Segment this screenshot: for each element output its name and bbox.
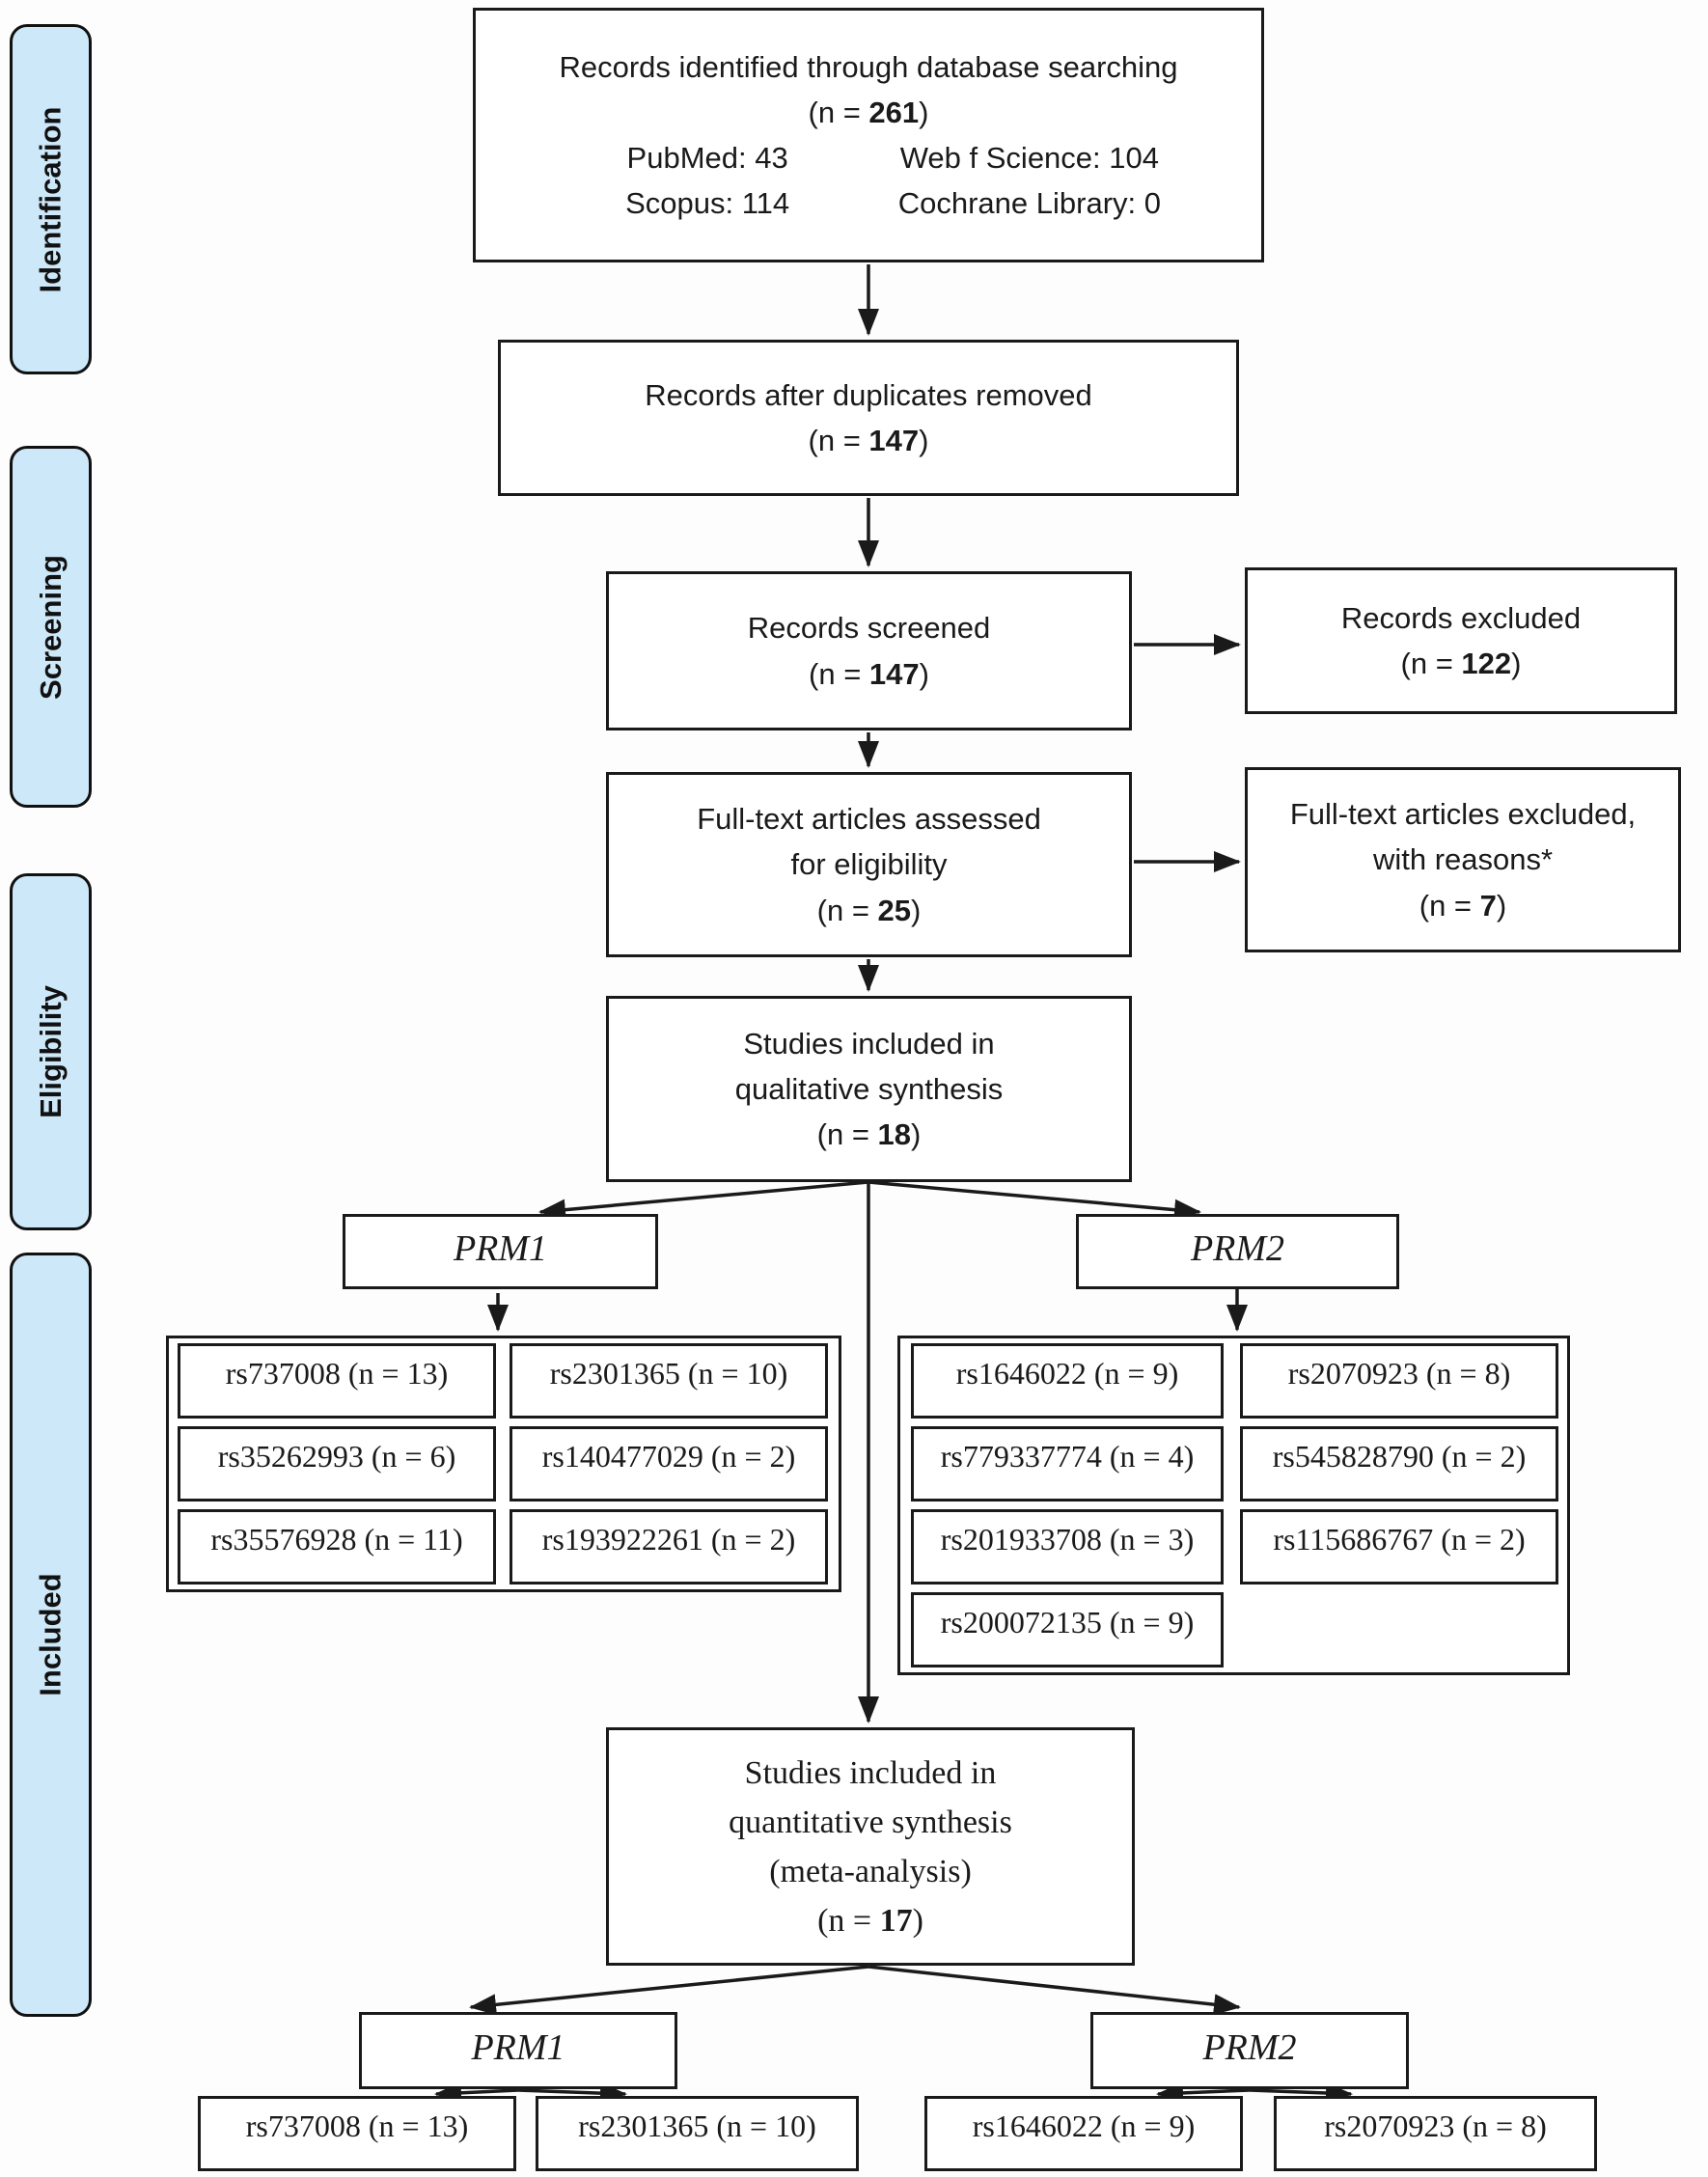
source-pubmed: PubMed: 43: [626, 141, 788, 175]
fulltext-excluded-line1: Full-text articles excluded,: [1289, 797, 1637, 832]
box-fulltext-excluded: Full-text articles excluded, with reason…: [1245, 767, 1681, 952]
quantitative-line1: Studies included in: [744, 1754, 997, 1791]
meta-snp-box-rs1646022: rs1646022 (n = 9): [924, 2096, 1243, 2171]
box-qualitative-synthesis: Studies included in qualitative synthesi…: [606, 996, 1132, 1182]
database-source-list: PubMed: 43 Web f Science: 104 Scopus: 11…: [546, 135, 1190, 226]
stage-identification: Identification: [10, 24, 92, 374]
snp-box-rs35262993: rs35262993 (n = 6): [178, 1426, 496, 1502]
snp-box-rs201933708: rs201933708 (n = 3): [911, 1509, 1224, 1585]
box-quantitative-synthesis: Studies included in quantitative synthes…: [606, 1727, 1135, 1966]
snp-box-rs779337774: rs779337774 (n = 4): [911, 1426, 1224, 1502]
source-scopus: Scopus: 114: [625, 186, 790, 221]
snp-box-rs2301365: rs2301365 (n = 10): [510, 1343, 828, 1419]
snp-box-rs737008: rs737008 (n = 13): [178, 1343, 496, 1419]
box-records-identified: Records identified through database sear…: [473, 8, 1264, 262]
records-excluded-count: (n = 122): [1400, 647, 1522, 680]
meta-prm1-label: PRM1: [471, 2027, 565, 2068]
box-meta-prm2: PRM2: [1090, 2012, 1409, 2089]
box-duplicates-removed: Records after duplicates removed (n = 14…: [498, 340, 1239, 496]
qualitative-line2: qualitative synthesis: [734, 1071, 1004, 1106]
stage-label: Included: [33, 1573, 68, 1696]
fulltext-count: (n = 25): [816, 893, 922, 927]
box-prm2: PRM2: [1076, 1214, 1399, 1289]
qualitative-line1: Studies included in: [743, 1026, 995, 1061]
screened-title: Records screened: [747, 611, 991, 646]
records-identified-count: (n = 261): [808, 95, 929, 129]
source-web-of-science: Web f Science: 104: [899, 141, 1159, 175]
snp-box-rs200072135: rs200072135 (n = 9): [911, 1592, 1224, 1667]
meta-snp-box-rs737008: rs737008 (n = 13): [198, 2096, 516, 2171]
snp-box-rs1646022: rs1646022 (n = 9): [911, 1343, 1224, 1419]
stage-label: Identification: [33, 106, 68, 292]
box-records-excluded: Records excluded (n = 122): [1245, 567, 1677, 714]
qualitative-count: (n = 18): [816, 1117, 922, 1152]
snp-box-rs193922261: rs193922261 (n = 2): [510, 1509, 828, 1585]
records-excluded-title: Records excluded: [1340, 600, 1582, 635]
snp-box-rs545828790: rs545828790 (n = 2): [1240, 1426, 1558, 1502]
box-prm1: PRM1: [343, 1214, 658, 1289]
meta-snp-box-rs2301365: rs2301365 (n = 10): [536, 2096, 859, 2171]
stage-screening: Screening: [10, 446, 92, 808]
duplicates-title: Records after duplicates removed: [645, 377, 1092, 412]
box-records-screened: Records screened (n = 147): [606, 571, 1132, 730]
stage-included: Included: [10, 1253, 92, 2017]
fulltext-excluded-line2: with reasons*: [1372, 842, 1554, 877]
stage-label: Eligibility: [33, 985, 68, 1118]
stage-eligibility: Eligibility: [10, 873, 92, 1230]
quantitative-count: (n = 17): [817, 1902, 923, 1939]
box-meta-prm1: PRM1: [359, 2012, 677, 2089]
snp-box-rs140477029: rs140477029 (n = 2): [510, 1426, 828, 1502]
meta-prm2-label: PRM2: [1202, 2027, 1297, 2068]
prm1-label: PRM1: [453, 1228, 548, 1269]
source-cochrane: Cochrane Library: 0: [897, 186, 1161, 221]
box-fulltext-assessed: Full-text articles assessed for eligibil…: [606, 772, 1132, 957]
snp-box-rs2070923: rs2070923 (n = 8): [1240, 1343, 1558, 1419]
snp-box-rs115686767: rs115686767 (n = 2): [1240, 1509, 1558, 1585]
fulltext-excluded-count: (n = 7): [1419, 888, 1507, 923]
meta-snp-box-rs2070923: rs2070923 (n = 8): [1274, 2096, 1597, 2171]
stage-label: Screening: [33, 554, 68, 700]
screened-count: (n = 147): [809, 656, 929, 691]
duplicates-count: (n = 147): [808, 424, 929, 457]
snp-box-rs35576928: rs35576928 (n = 11): [178, 1509, 496, 1585]
quantitative-line3: (meta-analysis): [769, 1853, 972, 1889]
fulltext-line1: Full-text articles assessed: [697, 802, 1041, 837]
prm2-label: PRM2: [1190, 1228, 1285, 1269]
fulltext-line2: for eligibility: [790, 847, 948, 882]
quantitative-line2: quantitative synthesis: [729, 1804, 1012, 1840]
records-identified-title: Records identified through database sear…: [559, 49, 1178, 84]
